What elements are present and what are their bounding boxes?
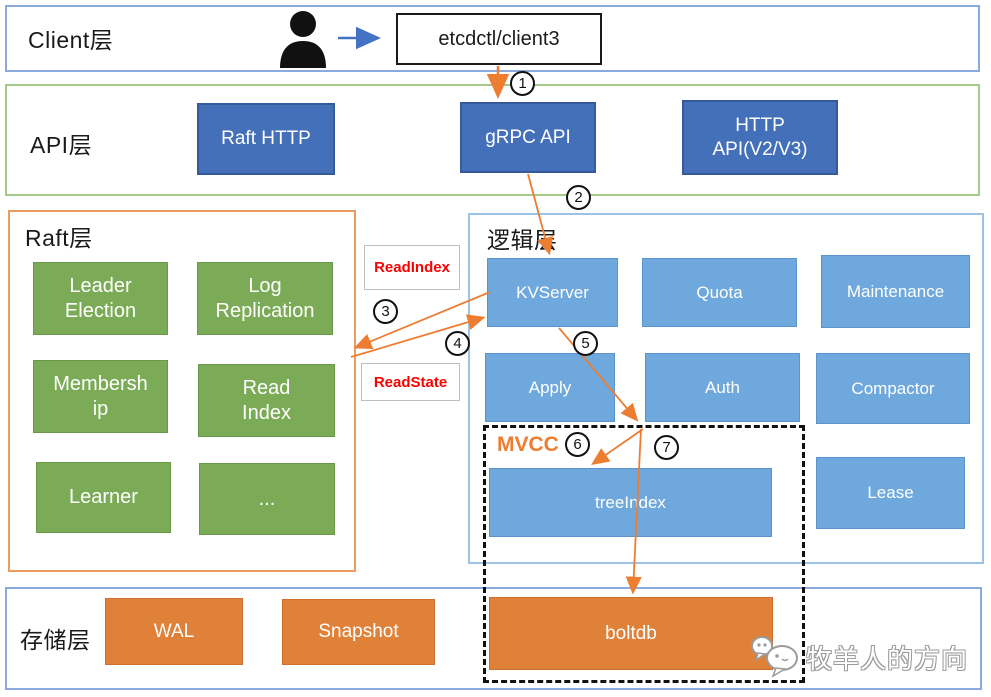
- watermark-text: 牧羊人的方向: [806, 644, 969, 674]
- logic-layer-title: 逻辑层: [487, 227, 558, 253]
- node-membership: Membership: [33, 360, 168, 433]
- storage-layer-title: 存储层: [20, 627, 91, 653]
- node-wal: WAL: [105, 598, 243, 665]
- node-auth: Auth: [645, 353, 800, 422]
- node-ellipsis: ...: [199, 463, 335, 535]
- api-layer-title: API层: [30, 132, 93, 158]
- read-state-annotation: ReadState: [361, 363, 460, 401]
- chat-bubbles-icon: [748, 632, 804, 683]
- client-layer-title: Client层: [28, 27, 114, 53]
- node-boltdb: boltdb: [489, 597, 773, 670]
- step-circle-5: 5: [573, 331, 598, 356]
- step-circle-7: 7: [654, 435, 679, 460]
- node-kvserver: KVServer: [487, 258, 618, 327]
- node-maintenance: Maintenance: [821, 255, 970, 328]
- node-grpc-api: gRPC API: [460, 102, 596, 173]
- node-learner: Learner: [36, 462, 171, 533]
- step-circle-1: 1: [510, 71, 535, 96]
- node-compactor: Compactor: [816, 353, 970, 424]
- etcdctl-client3-box: etcdctl/client3: [396, 13, 602, 65]
- node-http-api-v2v3: HTTP API(V2/V3): [682, 100, 838, 175]
- node-log-replication: Log Replication: [197, 262, 333, 335]
- node-lease: Lease: [816, 457, 965, 529]
- node-apply: Apply: [485, 353, 615, 422]
- node-raft-http: Raft HTTP: [197, 103, 335, 175]
- read-index-annotation: ReadIndex: [364, 245, 460, 290]
- step-circle-2: 2: [566, 185, 591, 210]
- mvcc-label: MVCC: [497, 433, 559, 456]
- node-leader-election: Leader Election: [33, 262, 168, 335]
- user-person-icon: [276, 10, 330, 68]
- node-quota: Quota: [642, 258, 797, 327]
- node-treeindex: treeIndex: [489, 468, 772, 537]
- step-circle-4: 4: [445, 331, 470, 356]
- node-snapshot: Snapshot: [282, 599, 435, 665]
- watermark: 牧羊人的方向: [748, 632, 968, 683]
- step-circle-6: 6: [565, 432, 590, 457]
- node-read-index: Read Index: [198, 364, 335, 437]
- step-circle-3: 3: [373, 299, 398, 324]
- raft-layer-title: Raft层: [25, 225, 93, 251]
